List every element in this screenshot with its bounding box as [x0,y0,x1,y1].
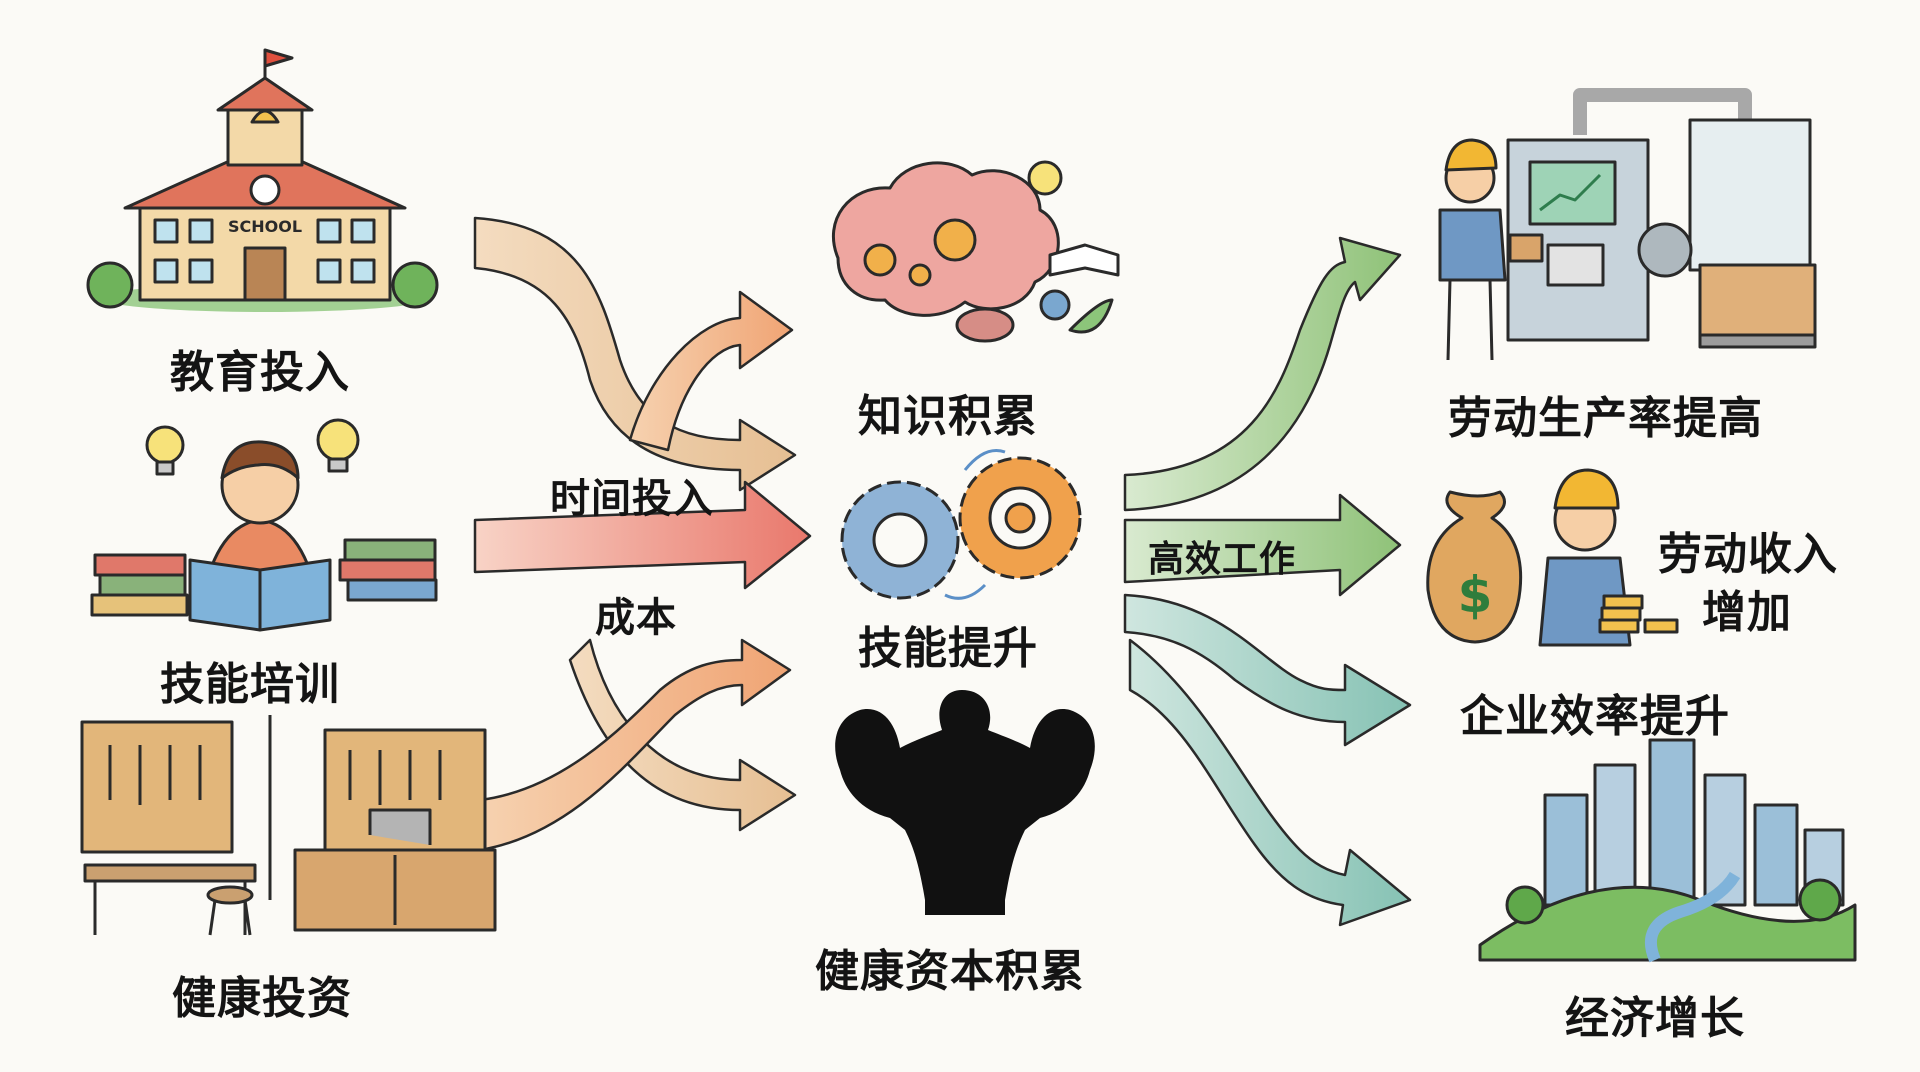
flow-label-work: 高效工作 [1148,539,1297,580]
money-symbol: $ [1458,566,1493,624]
lightbulb-icon [145,425,185,476]
outcome-label-growth: 经济增长 [1565,993,1745,1044]
outcome-label-income-line1: 劳动收入 [1658,529,1838,580]
capital-label-knowledge: 知识积累 [858,391,1038,442]
arrow-to-growth [1128,638,1412,927]
outcome-label-income-line2: 增加 [1702,587,1792,638]
money-bag-icon: $ [1426,468,1679,647]
arrow-to-knowledge [628,290,794,452]
flow-label-time: 时间投入 [550,476,714,522]
strongman-icon [835,690,1095,915]
input-label-health: 健康投资 [172,973,352,1024]
student-reading-icon [90,418,438,632]
school-sign: SCHOOL [228,217,302,236]
arrow-time-to-skills [473,480,812,590]
brain-icon [832,160,1120,343]
arrow-to-efficiency [1123,593,1412,747]
lightbulb-icon [316,418,360,473]
gears-icon [840,449,1082,600]
arrow-work-to-income [1123,493,1402,597]
school-icon: SCHOOL [86,48,439,312]
arrow-cost-down [568,638,797,832]
outcome-label-efficiency: 企业效率提升 [1460,691,1730,742]
factory-worker-icon [1438,88,1817,361]
flow-label-cost: 成本 [595,595,677,641]
capital-label-health-capital: 健康资本积累 [815,946,1085,997]
arrow-to-productivity [1123,236,1402,512]
workshop-icon [80,715,497,936]
flow-arrows-right [1123,236,1412,927]
city-icon [1478,738,1857,963]
outcome-label-productivity: 劳动生产率提高 [1448,393,1763,444]
capital-label-skills: 技能提升 [858,623,1038,674]
input-label-training: 技能培训 [160,659,340,710]
flow-arrows-left [473,216,812,852]
input-label-education: 教育投入 [170,347,350,398]
arrow-education-to-knowledge [473,216,797,492]
arrow-health-to-skills [478,638,792,852]
lightbulb-icon [1027,160,1063,196]
